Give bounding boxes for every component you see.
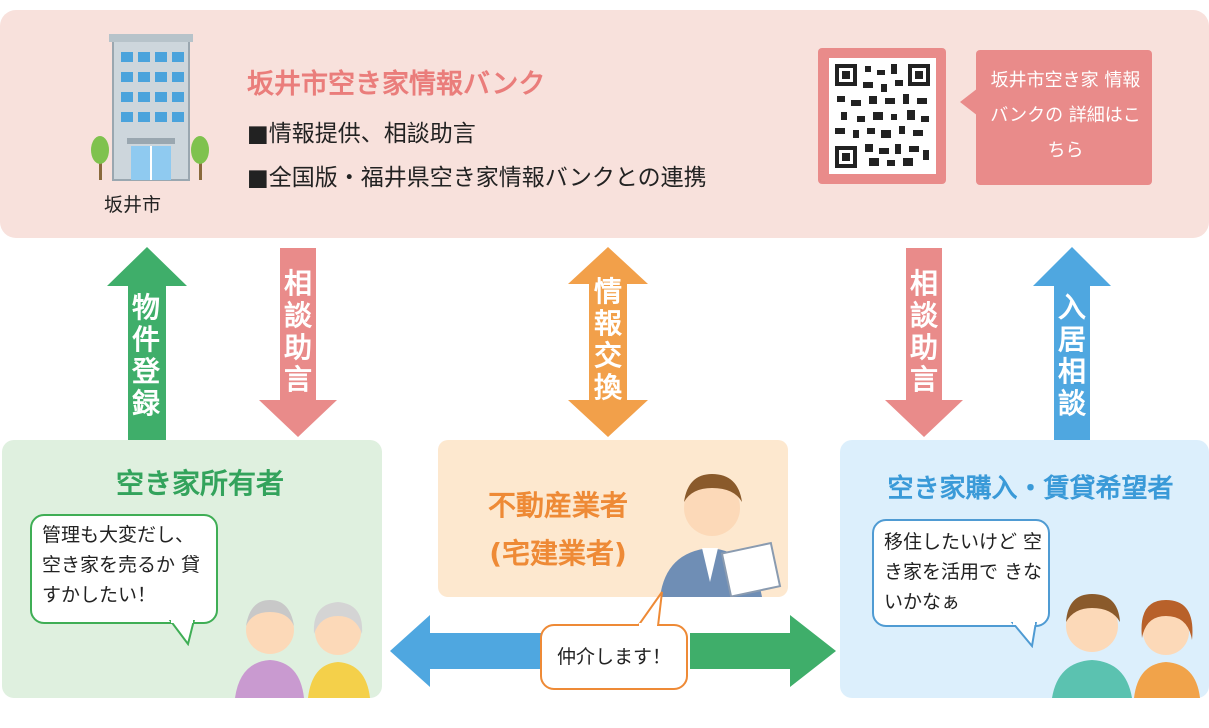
arrow-info-exchange bbox=[568, 247, 648, 437]
arrow-consult-advice-left bbox=[259, 248, 337, 437]
arrow-move-in-consult bbox=[1033, 247, 1111, 442]
qr-info-bubble bbox=[976, 50, 1152, 185]
brokerage-speech-tail bbox=[636, 591, 663, 626]
owner-title: 空き家所有者 bbox=[115, 467, 284, 500]
city-hall-building-icon bbox=[91, 34, 209, 181]
agent-title: 不動産業者 (宅建業者) bbox=[458, 482, 658, 578]
label-property-registration: 物件登録 bbox=[131, 291, 160, 420]
agent-title-line2: (宅建業者) bbox=[489, 537, 627, 570]
young-couple-illustration bbox=[1052, 594, 1200, 698]
arrow-brokerage-right bbox=[690, 615, 836, 687]
bank-title: 坂井市空き家情報バンク bbox=[247, 69, 546, 100]
arrow-brokerage-left bbox=[390, 615, 550, 687]
arrow-consult-advice-right bbox=[885, 248, 963, 437]
brokerage-speech-bubble: 仲介します！ bbox=[540, 624, 688, 690]
bullet-info-provision: ■情報提供、相談助言 bbox=[247, 121, 476, 147]
qr-code-icon bbox=[835, 64, 930, 168]
owner-speech-tail bbox=[168, 620, 196, 646]
elderly-couple-illustration bbox=[235, 600, 370, 698]
city-label: 坂井市 bbox=[104, 194, 162, 216]
label-consult-advice-right: 相談助言 bbox=[909, 267, 938, 396]
label-consult-advice-left: 相談助言 bbox=[283, 267, 312, 396]
bullet-national-link: ■全国版・福井県空き家情報バンクとの連携 bbox=[247, 165, 707, 191]
agent-title-line1: 不動産業者 bbox=[487, 489, 628, 522]
buyer-speech-tail bbox=[1010, 622, 1038, 648]
buyer-title: 空き家購入・賃貸希望者 bbox=[887, 474, 1174, 504]
agent-businessman-illustration bbox=[660, 474, 782, 597]
qr-info-text: 坂井市空き家 情報バンクの 詳細はこちら bbox=[990, 70, 1141, 161]
buyer-speech-bubble: 移住したいけど 空き家を活用で きないかなぁ bbox=[872, 519, 1050, 627]
label-info-exchange: 情報交換 bbox=[593, 275, 622, 404]
qr-bubble-pointer bbox=[960, 88, 978, 116]
qr-code[interactable] bbox=[829, 58, 936, 174]
owner-speech-bubble: 管理も大変だし、 空き家を売るか 貸すかしたい！ bbox=[30, 514, 218, 624]
label-move-in-consult: 入居相談 bbox=[1057, 291, 1086, 420]
arrow-property-registration bbox=[107, 247, 187, 442]
